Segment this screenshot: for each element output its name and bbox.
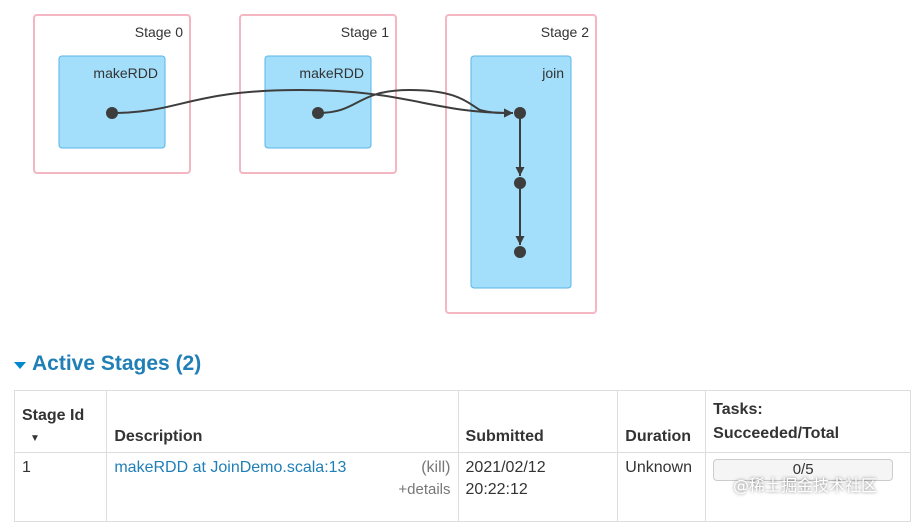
col-description-label: Description bbox=[114, 428, 203, 445]
stage-1-cluster[interactable]: Stage 1 makeRDD bbox=[239, 14, 397, 174]
stage-0-cluster[interactable]: Stage 0 makeRDD bbox=[33, 14, 191, 174]
col-tasks[interactable]: Tasks: Succeeded/Total bbox=[705, 390, 911, 453]
col-duration-label: Duration bbox=[625, 428, 692, 445]
cell-submitted: 2021/02/12 20:22:12 bbox=[457, 452, 619, 522]
col-description[interactable]: Description bbox=[106, 390, 459, 453]
dag-visualization: Stage 0 makeRDD Stage 1 makeRDD Stage 2 … bbox=[33, 14, 597, 314]
col-tasks-sublabel: Succeeded/Total bbox=[713, 425, 840, 442]
tasks-progress-bar: 0/5 bbox=[713, 459, 894, 481]
active-stages-title: Active Stages (2) bbox=[32, 352, 202, 375]
stage-0-node[interactable] bbox=[106, 107, 118, 119]
join-node-2[interactable] bbox=[514, 177, 526, 189]
watermark: @稀土掘金技术社区 bbox=[733, 476, 878, 495]
table-header-row: Stage Id ▼ Description Submitted Duratio… bbox=[13, 390, 911, 453]
col-tasks-label: Tasks: bbox=[713, 401, 763, 418]
stage-description-link[interactable]: makeRDD at JoinDemo.scala:13 bbox=[114, 459, 347, 476]
join-node-1[interactable] bbox=[514, 107, 526, 119]
stage-2-label: Stage 2 bbox=[541, 24, 589, 40]
stage-2-rdd-label: join bbox=[541, 65, 564, 81]
sort-descending-icon: ▼ bbox=[30, 433, 40, 444]
submitted-time: 20:22:12 bbox=[465, 481, 528, 498]
cell-stage-id: 1 bbox=[13, 452, 108, 522]
active-stages-toggle[interactable]: Active Stages (2) bbox=[14, 352, 201, 376]
col-submitted-label: Submitted bbox=[465, 428, 544, 445]
stage-1-rdd-makeRDD[interactable]: makeRDD bbox=[264, 55, 372, 149]
cell-description: makeRDD at JoinDemo.scala:13 (kill) +det… bbox=[106, 452, 459, 522]
col-duration[interactable]: Duration bbox=[617, 390, 707, 453]
kill-link[interactable]: (kill) bbox=[421, 459, 451, 476]
submitted-date: 2021/02/12 bbox=[465, 459, 546, 476]
edge-stage0-to-join bbox=[111, 88, 514, 118]
collapse-caret-icon bbox=[14, 361, 26, 369]
cell-duration: Unknown bbox=[617, 452, 707, 522]
stage-0-rdd-makeRDD[interactable]: makeRDD bbox=[58, 55, 166, 149]
stage-0-rdd-label: makeRDD bbox=[93, 65, 158, 81]
stage-1-label: Stage 1 bbox=[341, 24, 389, 40]
stage-0-label: Stage 0 bbox=[135, 24, 183, 40]
col-stage-id-label: Stage Id bbox=[22, 407, 85, 424]
join-node-3[interactable] bbox=[514, 246, 526, 258]
details-toggle[interactable]: +details bbox=[398, 481, 451, 498]
tasks-progress-text: 0/5 bbox=[792, 461, 814, 478]
col-stage-id[interactable]: Stage Id ▼ bbox=[13, 390, 108, 453]
col-submitted[interactable]: Submitted bbox=[457, 390, 619, 453]
edge-stage1-to-join bbox=[317, 88, 514, 118]
stage-1-rdd-label: makeRDD bbox=[299, 65, 364, 81]
stage-1-node[interactable] bbox=[312, 107, 324, 119]
active-stages-table: Stage Id ▼ Description Submitted Duratio… bbox=[13, 390, 911, 522]
